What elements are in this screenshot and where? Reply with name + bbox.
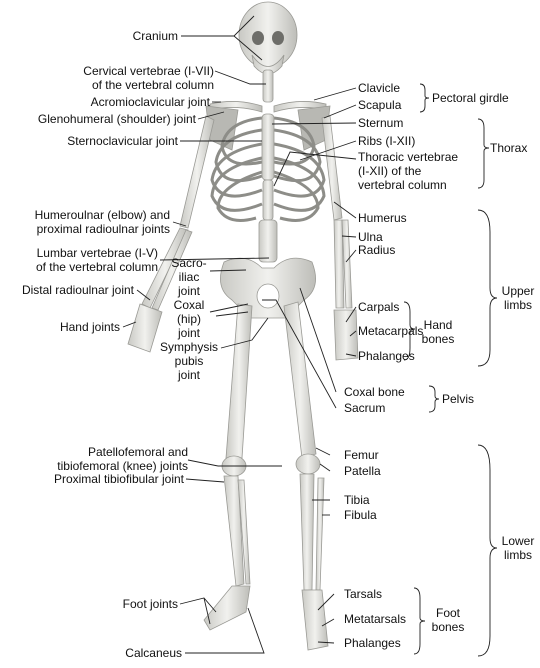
label-metatarsals: Metatarsals: [344, 612, 407, 626]
label-phalanges-hand: Phalanges: [358, 349, 415, 363]
group-upper-limbs: Upper limbs: [501, 284, 535, 312]
label-patella: Patella: [344, 464, 381, 478]
label-coxal-joint: Coxal (hip) joint: [173, 298, 205, 340]
label-calcaneus: Calcaneus: [125, 646, 182, 660]
left-humerus-shape: [179, 115, 215, 229]
group-lower-limbs: Lower limbs: [501, 534, 535, 562]
label-scapula: Scapula: [358, 98, 402, 112]
skull-shape: [238, 1, 298, 75]
label-cranium: Cranium: [132, 29, 178, 43]
label-foot-joints: Foot joints: [122, 597, 178, 611]
label-tibia: Tibia: [344, 493, 370, 507]
right-forearm-shape: [333, 219, 345, 309]
left-femur-shape: [225, 303, 253, 459]
label-sacroiliac-joint: Sacro- iliac joint: [171, 256, 207, 298]
label-acromioclavicular-joint: Acromioclavicular joint: [90, 95, 210, 109]
group-pelvis: Pelvis: [442, 392, 475, 406]
left-foot-shape: [203, 585, 251, 631]
label-hand-joints: Hand joints: [59, 320, 120, 334]
label-sternum: Sternum: [358, 116, 404, 130]
label-cervical-vertebrae: Cervical vertebrae (I-VII) of the verteb…: [83, 64, 214, 92]
label-proximal-tibiofibular-joint: Proximal tibiofibular joint: [53, 472, 184, 486]
right-forearm2-shape: [341, 219, 353, 309]
label-clavicle: Clavicle: [358, 81, 401, 95]
label-humeroulnar-joints: Humeroulnar (elbow) and proximal radioul…: [34, 208, 170, 236]
label-thoracic-vertebrae: Thoracic vertebrae (I-XII) of the verteb…: [358, 150, 459, 192]
rib-cage-shape: [210, 116, 326, 222]
label-sternoclavicular-joint: Sternoclavicular joint: [67, 134, 178, 148]
label-symphysis-pubis-joint: Symphysis pubis joint: [159, 340, 218, 382]
label-humerus: Humerus: [358, 211, 407, 225]
group-pectoral-girdle: Pectoral girdle: [432, 91, 509, 105]
label-femur: Femur: [344, 448, 379, 462]
label-radius: Radius: [358, 243, 396, 257]
left-tibia-shape: [223, 475, 245, 587]
label-carpals: Carpals: [358, 300, 400, 314]
label-ribs: Ribs (I-XII): [358, 134, 416, 148]
label-phalanges-foot: Phalanges: [344, 636, 401, 650]
label-distal-radioulnar-joint: Distal radioulnar joint: [21, 283, 134, 297]
lumbar-spine-shape: [258, 219, 278, 263]
left-fibula-shape: [237, 479, 251, 585]
label-sacrum: Sacrum: [344, 401, 386, 415]
label-tarsals: Tarsals: [344, 587, 383, 601]
left-hand-shape: [127, 303, 163, 353]
label-fibula: Fibula: [344, 508, 377, 522]
label-lumbar-vertebrae: Lumbar vertebrae (I-V) of the vertebral …: [35, 246, 158, 274]
label-coxal-bone: Coxal bone: [344, 385, 405, 399]
group-thorax: Thorax: [490, 141, 528, 155]
label-glenohumeral-joint: Glenohumeral (shoulder) joint: [37, 112, 196, 126]
right-femur-shape: [283, 301, 317, 459]
group-hand-bones: Hand bones: [421, 318, 455, 346]
left-forearm2-shape: [151, 229, 193, 311]
group-foot-bones: Foot bones: [431, 606, 465, 634]
label-patellofemoral-joints: Patellofemoral and tibiofemoral (knee) j…: [57, 445, 188, 473]
label-ulna: Ulna: [358, 230, 383, 244]
right-hand-shape: [333, 309, 359, 361]
cervical-spine-shape: [262, 69, 274, 103]
label-metacarpals: Metacarpals: [358, 324, 424, 338]
right-foot-shape: [301, 589, 329, 651]
